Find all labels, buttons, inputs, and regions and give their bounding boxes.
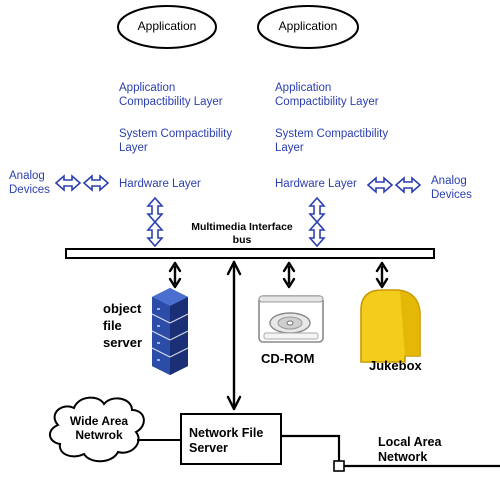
jukebox-icon xyxy=(360,289,421,363)
application-label-1: Application xyxy=(137,19,197,33)
cdrom-drive-icon xyxy=(258,295,324,343)
network-file-server-box xyxy=(180,413,282,465)
lan-connector xyxy=(333,460,345,472)
double-arrow-icon xyxy=(168,261,182,289)
hardware-layer-1: Hardware Layer xyxy=(119,178,201,190)
double-arrow-icon xyxy=(282,261,296,289)
double-arrow-icon xyxy=(309,197,325,247)
cloud-icon xyxy=(49,396,145,463)
hardware-layer-2: Hardware Layer xyxy=(275,178,357,190)
jukebox-label: Jukebox xyxy=(369,358,422,373)
cdrom-label: CD-ROM xyxy=(261,351,315,366)
multimedia-bus-bar xyxy=(65,248,435,259)
application-ellipse-2 xyxy=(257,5,359,49)
lan-link-line xyxy=(281,434,500,468)
application-label-2: Application xyxy=(278,19,338,33)
server-stack-icon xyxy=(151,288,189,375)
object-file-server-label: object file server xyxy=(103,301,143,351)
double-arrow-icon xyxy=(226,260,242,411)
double-arrow-icon xyxy=(375,261,389,289)
double-arrow-icon xyxy=(147,197,163,247)
double-arrow-icon xyxy=(55,175,109,191)
double-arrow-icon xyxy=(367,177,421,193)
application-ellipse-1 xyxy=(117,5,217,49)
